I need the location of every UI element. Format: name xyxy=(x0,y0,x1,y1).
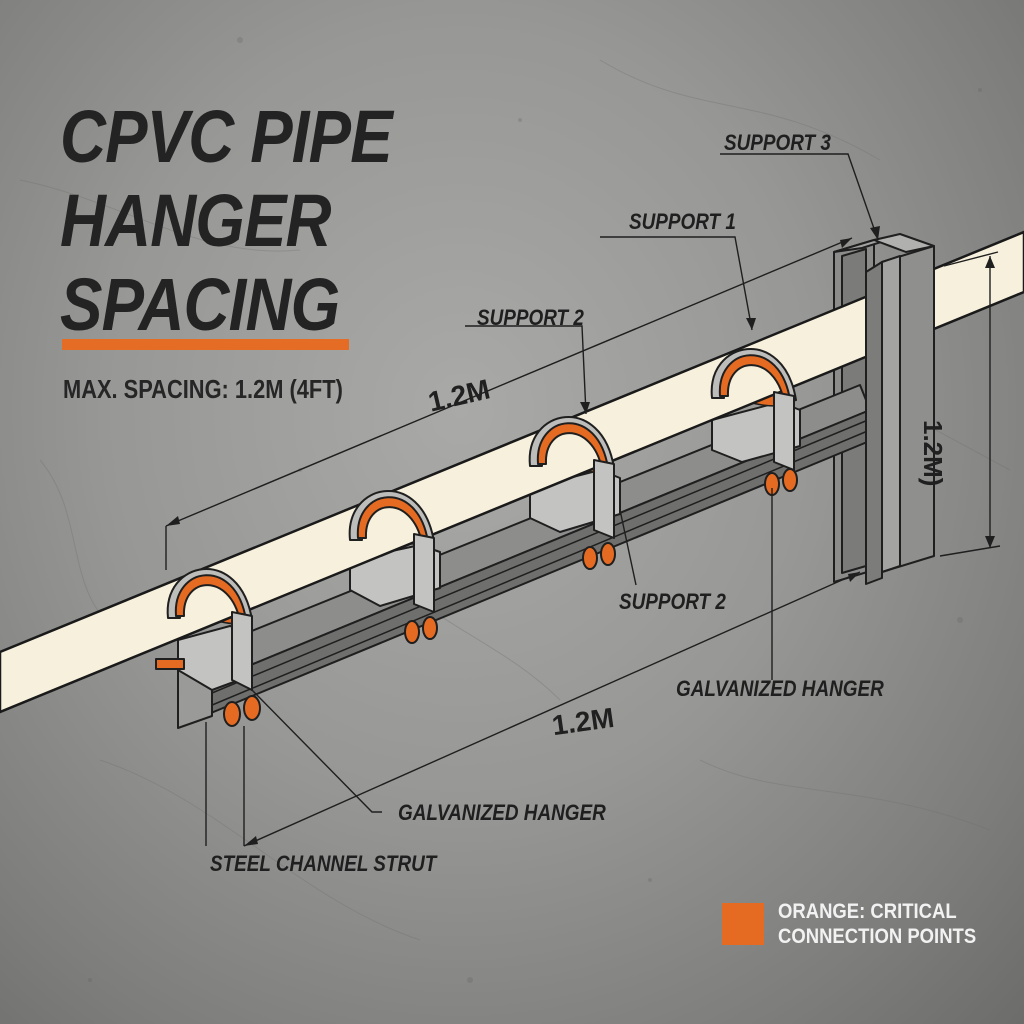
label-support-2-top: SUPPORT 2 xyxy=(477,305,584,330)
title-underline xyxy=(62,339,349,350)
support-3-channel xyxy=(865,233,935,585)
label-galvanized-hanger-right: GALVANIZED HANGER xyxy=(676,676,884,701)
steel-channel-strut xyxy=(177,384,873,729)
max-spacing-subtitle: MAX. SPACING: 1.2M (4FT) xyxy=(63,374,343,404)
legend: ORANGE: CRITICAL CONNECTION POINTS xyxy=(722,899,1003,949)
clamp-2 xyxy=(348,490,438,644)
label-steel-channel-strut: STEEL CHANNEL STRUT xyxy=(210,851,437,876)
legend-text: ORANGE: CRITICAL CONNECTION POINTS xyxy=(778,899,976,949)
arrowheads xyxy=(166,226,995,846)
label-support-2-bottom: SUPPORT 2 xyxy=(619,589,726,614)
title-line-1: CPVC PIPE xyxy=(60,95,393,178)
pipe-clamps xyxy=(166,348,798,727)
legend-line-2: CONNECTION POINTS xyxy=(778,925,977,948)
legend-orange-swatch xyxy=(722,903,764,945)
dimension-lines xyxy=(165,153,1001,847)
dimension-vertical-span: 1.2M) xyxy=(918,420,948,487)
clamp-1 xyxy=(166,568,261,727)
title-line-2: HANGER xyxy=(60,179,331,262)
clamp-4 xyxy=(710,348,798,496)
cpvc-pipe xyxy=(0,230,1024,714)
label-support-3: SUPPORT 3 xyxy=(724,130,831,155)
label-support-1: SUPPORT 1 xyxy=(629,209,736,234)
clamp-3 xyxy=(528,416,616,570)
title-line-3: SPACING xyxy=(60,263,340,346)
label-galvanized-hanger-bottom: GALVANIZED HANGER xyxy=(398,800,606,825)
page-title: CPVC PIPE HANGER SPACING xyxy=(60,95,393,347)
legend-line-1: ORANGE: CRITICAL xyxy=(778,900,957,923)
